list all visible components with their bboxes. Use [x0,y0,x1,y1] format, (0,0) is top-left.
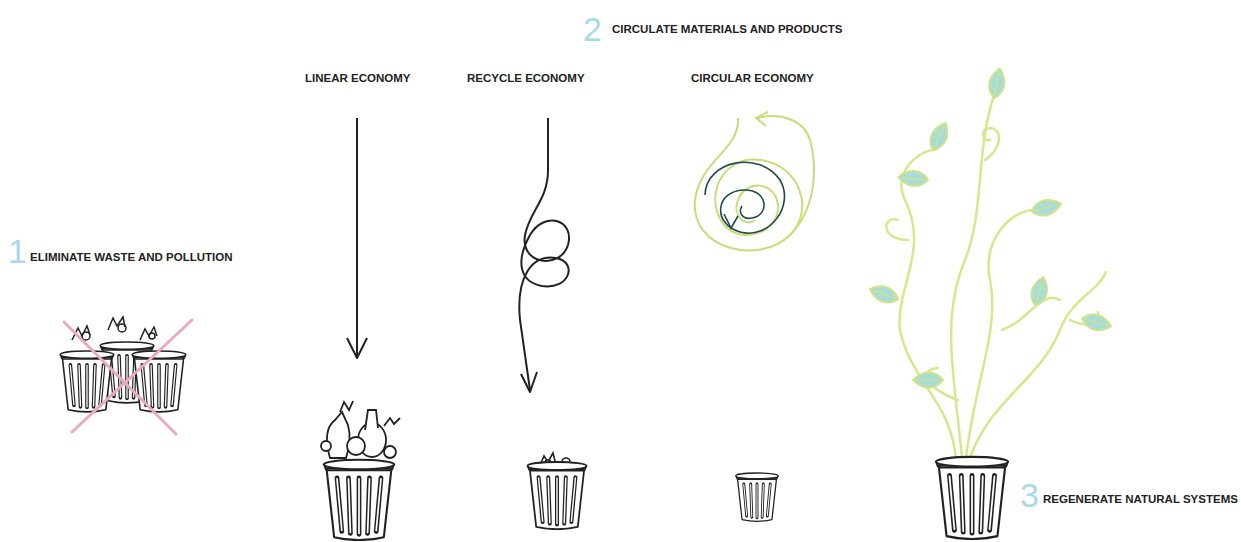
principle-title: CIRCULATE MATERIALS AND PRODUCTS [612,24,842,36]
column-heading: CIRCULAR ECONOMY [691,73,814,85]
crossed-bins [60,317,192,434]
callout-number: 2 [583,12,602,46]
column-heading: RECYCLE ECONOMY [467,73,585,85]
linear-flow [321,118,400,540]
column-heading: LINEAR ECONOMY [305,73,410,85]
principle-title: REGENERATE NATURAL SYSTEMS [1043,494,1238,506]
circular-flow [695,112,814,521]
callout-number: 3 [1020,478,1039,512]
callout-number: 1 [8,234,27,268]
plant-illustration [867,67,1112,539]
recycle-flow [519,118,586,529]
principle-title: ELIMINATE WASTE AND POLLUTION [30,252,233,264]
